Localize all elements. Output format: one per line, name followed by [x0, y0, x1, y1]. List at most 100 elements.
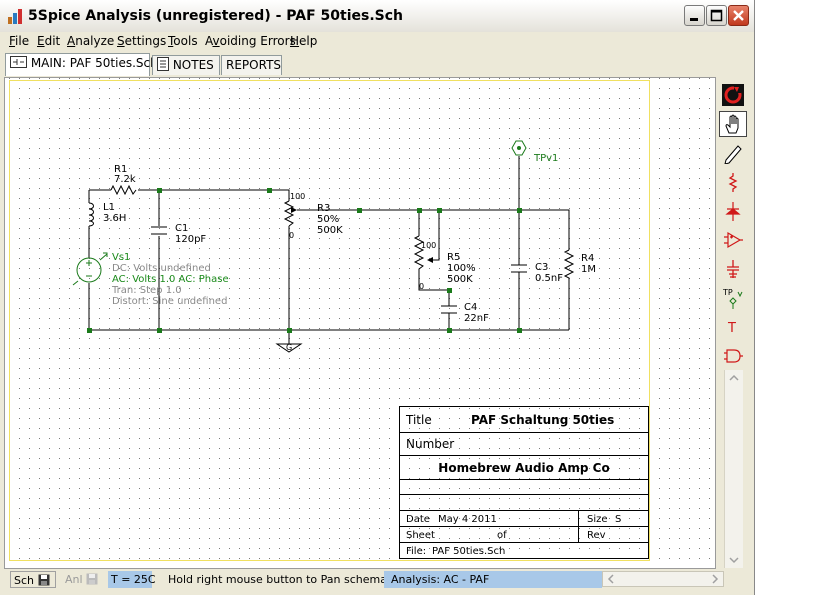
opamp-icon — [724, 231, 743, 249]
refresh-icon — [722, 84, 744, 106]
tab-main[interactable]: MAIN: PAF 50ties.Sch — [5, 53, 158, 76]
test-point-tpv1[interactable] — [511, 140, 527, 156]
status-hint: Hold right mouse button to Pan schematic — [168, 573, 401, 586]
scroll-right-icon[interactable] — [707, 572, 723, 586]
wire-tool[interactable] — [719, 140, 747, 166]
schematic-canvas[interactable]: R1 7.2k L1 3.6H C1 120pF Vs1 DC: Volts u… — [4, 77, 717, 570]
menu-help[interactable]: Help — [290, 34, 318, 48]
capacitor-c1[interactable] — [151, 226, 167, 235]
c4-name: C4 — [464, 302, 477, 313]
save-anl-icon — [86, 573, 98, 585]
r1-value: 7.2k — [114, 174, 136, 185]
minimize-button[interactable] — [684, 5, 705, 26]
menu-edit[interactable]: Edit — [37, 34, 61, 48]
maximize-button[interactable] — [706, 5, 727, 26]
title-block-file-value: PAF 50ties.Sch — [432, 546, 505, 557]
app-icon — [8, 9, 22, 24]
r4-value: 1M — [581, 264, 596, 275]
logic-tool[interactable] — [719, 343, 747, 369]
schematic-drawing[interactable]: R1 7.2k L1 3.6H C1 120pF Vs1 DC: Volts u… — [5, 78, 717, 570]
sheet-border — [9, 80, 650, 561]
capacitor-c3[interactable] — [511, 264, 527, 273]
menu-avoiding-errors[interactable]: Avoiding Errors — [205, 34, 296, 48]
r5-top: 100 — [421, 241, 436, 250]
save-sch-icon — [38, 574, 50, 586]
r5-percent: 100% — [447, 263, 476, 274]
r4-name: R4 — [581, 253, 594, 264]
status-bar: Sch Anl T = 25C Hold right mouse button … — [0, 569, 754, 591]
tab-reports-label: REPORTS — [226, 58, 282, 72]
capacitor-tool[interactable] — [719, 256, 747, 282]
menu-analyze[interactable]: Analyze — [67, 34, 115, 48]
test-point-tool[interactable]: TP — [719, 285, 747, 311]
resistor-tool[interactable] — [719, 169, 747, 195]
l1-name: L1 — [103, 202, 115, 213]
c3-name: C3 — [535, 262, 548, 273]
opamp-tool[interactable] — [719, 227, 747, 253]
title-block-size-label: Size — [587, 514, 608, 525]
horizontal-scrollbar[interactable] — [602, 571, 724, 587]
window-title: 5Spice Analysis (unregistered) - PAF 50t… — [28, 8, 403, 24]
vs1-name: Vs1 — [112, 252, 130, 263]
analysis-status: Analysis: AC - PAF — [384, 571, 602, 588]
tab-notes[interactable]: NOTES — [152, 55, 220, 75]
diode-tool[interactable] — [719, 198, 747, 224]
close-button[interactable] — [728, 5, 749, 26]
title-block-title-value: PAF Schaltung 50ties — [471, 413, 614, 427]
tpv1-label: TPv1 — [533, 153, 558, 164]
r3-bottom: 0 — [289, 231, 294, 240]
vertical-scrollbar[interactable] — [724, 370, 743, 568]
ground-label: G — [286, 343, 292, 352]
scroll-up-icon[interactable] — [725, 370, 743, 386]
title-block-file-label: File: — [406, 546, 426, 557]
menu-settings[interactable]: Settings — [117, 34, 167, 48]
title-block-number-label: Number — [406, 437, 454, 451]
title-block-rev-label: Rev — [587, 530, 606, 541]
title-block-title-label: Title — [405, 413, 432, 427]
app-window: 5Spice Analysis (unregistered) - PAF 50t… — [0, 0, 755, 595]
nodes — [87, 188, 522, 333]
capacitor-c4[interactable] — [441, 305, 457, 314]
tab-notes-label: NOTES — [172, 58, 214, 72]
c3-value: 0.5nF — [535, 273, 563, 284]
close-icon — [733, 10, 744, 21]
refresh-tool[interactable] — [719, 82, 747, 108]
scroll-down-icon[interactable] — [725, 552, 743, 568]
notepad-icon — [157, 57, 169, 71]
title-block-date-value: May 4 2011 — [438, 514, 497, 525]
test-point-icon: TP — [722, 288, 743, 309]
resistor-r4[interactable] — [563, 249, 575, 282]
capacitor-icon — [727, 260, 739, 278]
vs1-dc: DC: Volts undefined — [112, 263, 211, 274]
resistor-r1[interactable] — [110, 184, 137, 196]
voltage-source-vs1[interactable] — [72, 252, 108, 286]
inductor-l1[interactable] — [88, 202, 94, 227]
vs1-distort: Distort: Sine undefined — [112, 296, 227, 307]
potentiometer-r5[interactable] — [413, 235, 433, 276]
menu-bar: File Edit Analyze Settings Tools Avoidin… — [0, 32, 754, 52]
ground-symbol[interactable] — [275, 343, 303, 353]
r3-percent: 50% — [317, 214, 339, 225]
title-block — [399, 406, 649, 559]
title-bar[interactable]: 5Spice Analysis (unregistered) - PAF 50t… — [0, 0, 754, 33]
maximize-icon — [710, 9, 723, 22]
scroll-left-icon[interactable] — [603, 572, 619, 586]
anl-button[interactable]: Anl — [60, 571, 102, 588]
menu-tools[interactable]: Tools — [168, 34, 198, 48]
minimize-icon — [690, 18, 698, 21]
r3-name: R3 — [317, 203, 330, 214]
menu-file[interactable]: File — [9, 34, 30, 48]
sch-label: Sch — [14, 574, 35, 587]
r1-name: R1 — [114, 164, 127, 175]
c4-value: 22nF — [464, 313, 489, 324]
sch-button[interactable]: Sch — [10, 571, 56, 588]
temperature-status: T = 25C — [108, 571, 156, 588]
c1-value: 120pF — [175, 234, 206, 245]
l1-value: 3.6H — [103, 213, 126, 224]
potentiometer-r3[interactable] — [283, 200, 297, 227]
r5-value: 500K — [447, 274, 473, 285]
text-tool[interactable]: T — [719, 314, 747, 340]
pan-tool[interactable] — [719, 111, 747, 137]
r3-value: 500K — [317, 225, 343, 236]
tab-reports[interactable]: REPORTS — [221, 55, 282, 75]
